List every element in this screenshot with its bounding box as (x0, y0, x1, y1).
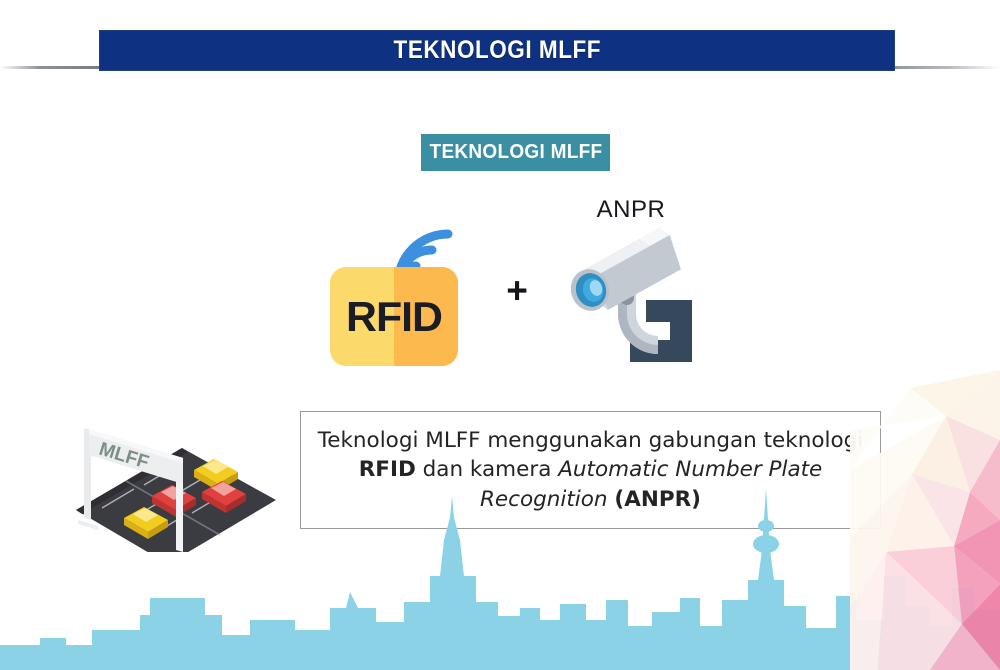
description-bold-rfid: RFID (358, 457, 416, 483)
mlff-gantry-road-illustration: MLFF (76, 428, 276, 552)
vehicle-red-2 (202, 481, 246, 513)
rfid-card-body: RFID (330, 267, 458, 366)
rfid-card-label: RFID (346, 292, 443, 340)
city-skyline-silhouette (0, 488, 1000, 670)
rfid-card-right-half (394, 267, 458, 366)
anpr-camera-group: ANPR (556, 196, 706, 368)
rfid-card-icon: RFID (330, 218, 462, 368)
description-box: Teknologi MLFF menggunakan gabungan tekn… (300, 411, 881, 529)
section-badge-label: TEKNOLOGI MLFF (429, 141, 602, 163)
plus-operator: + (506, 269, 528, 311)
cctv-camera-icon (570, 228, 692, 362)
mlff-gantry: MLFF (78, 428, 183, 552)
slide-title-bar: TEKNOLOGI MLFF (99, 30, 895, 71)
anpr-label: ANPR (596, 196, 666, 223)
vehicle-yellow-2 (124, 507, 168, 539)
description-text: Teknologi MLFF menggunakan gabungan tekn… (315, 426, 866, 515)
slide-title: TEKNOLOGI MLFF (393, 36, 601, 64)
description-line-1: Teknologi MLFF menggunakan gabungan tekn… (317, 427, 864, 453)
section-badge: TEKNOLOGI MLFF (421, 134, 610, 171)
description-bold-anpr-abbrev: (ANPR) (614, 486, 702, 512)
low-poly-corner-decoration (850, 370, 1000, 670)
description-italic-anpr: Automatic Number Plate Recognition (479, 457, 823, 512)
description-mid: dan kamera (415, 457, 559, 483)
